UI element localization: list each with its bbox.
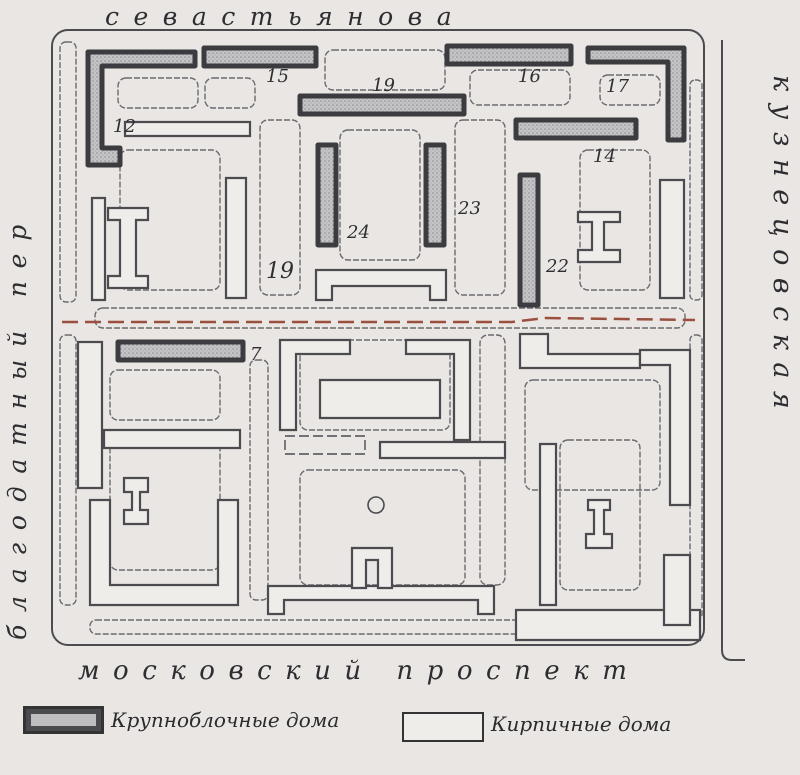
building-number: 22 (545, 256, 569, 277)
large-block-house-15 (201, 45, 319, 69)
building-number: 7 (250, 344, 262, 365)
tree-strip (454, 119, 506, 296)
brick-house (106, 206, 150, 290)
brick-house (318, 378, 442, 420)
fountain (367, 496, 385, 514)
building-number: 16 (518, 66, 541, 87)
tree-strip (59, 334, 77, 606)
site-plan-drawing: 15 19 16 17 12 14 24 23 19 22 7 (51, 29, 745, 661)
large-block-house-24a (315, 142, 339, 248)
brick-house (518, 332, 642, 370)
tree-strip (324, 49, 446, 91)
tree-strip (249, 359, 269, 601)
tree-strip (469, 69, 571, 106)
tree-strip (479, 334, 506, 586)
brick-house (638, 348, 692, 507)
tree-strip (559, 439, 641, 591)
large-block-house-19 (297, 93, 467, 117)
brick-house (266, 584, 496, 616)
brick-house (576, 210, 622, 264)
brick-house (662, 553, 692, 627)
tree-strip (689, 334, 703, 621)
brick-house (584, 498, 614, 550)
brick-house (224, 176, 248, 300)
building-number: 14 (593, 146, 616, 167)
tree-strip (109, 439, 221, 571)
tree-strip (109, 369, 221, 421)
brick-house (538, 442, 558, 607)
tree-strip (599, 74, 661, 106)
brick-house (278, 338, 352, 432)
tree-strip (689, 79, 703, 301)
tree-strip (117, 77, 199, 109)
tree-strip (94, 307, 686, 329)
brick-house (102, 428, 242, 450)
building-number: 15 (266, 66, 289, 87)
large-block-house-7 (115, 339, 246, 363)
street-label-bottom: московский проспект (78, 656, 641, 686)
brick-house (88, 498, 240, 607)
brick-house (90, 196, 107, 302)
block-boundary (51, 29, 705, 646)
building-number: 19 (372, 75, 395, 96)
tree-strip (89, 619, 691, 635)
tree-strip (524, 379, 661, 491)
tree-strip (299, 339, 451, 431)
tree-strip (59, 41, 77, 303)
building-number: 23 (457, 198, 481, 219)
brick-house (123, 120, 252, 138)
tree-strip (339, 129, 421, 261)
tree-strip (119, 149, 221, 291)
large-block-house-22 (517, 172, 541, 308)
divider-line (62, 316, 696, 324)
legend-swatch-large-block (23, 706, 104, 734)
brick-house (122, 476, 150, 526)
large-block-house-12 (85, 49, 198, 168)
street-label-right: кузнецовская (767, 75, 798, 422)
brick-house (76, 340, 104, 490)
street-label-left: благодатный пер (3, 212, 32, 640)
legend-label-brick: Кирпичные дома (491, 712, 672, 736)
street-label-top: севастьянова (105, 2, 467, 31)
tree-strip (259, 119, 301, 296)
large-block-house-17 (585, 45, 687, 143)
building-number: 17 (606, 76, 629, 97)
legend-label-large-block: Крупноблочные дома (111, 708, 340, 732)
plaza-outline (284, 435, 366, 455)
street-curb-right (721, 40, 745, 661)
brick-house (350, 546, 394, 590)
legend-swatch-brick (402, 712, 484, 742)
brick-house (314, 268, 448, 302)
brick-house (658, 178, 686, 300)
building-number: 12 (113, 116, 136, 137)
building-number: 19 (266, 259, 294, 284)
brick-house (378, 440, 507, 460)
tree-strip (204, 77, 256, 109)
building-number: 24 (346, 222, 370, 243)
large-block-house-16 (444, 43, 574, 67)
large-block-house-24b (423, 142, 447, 248)
brick-house (404, 338, 472, 442)
large-block-house-14 (513, 117, 639, 141)
brick-house (514, 608, 702, 642)
